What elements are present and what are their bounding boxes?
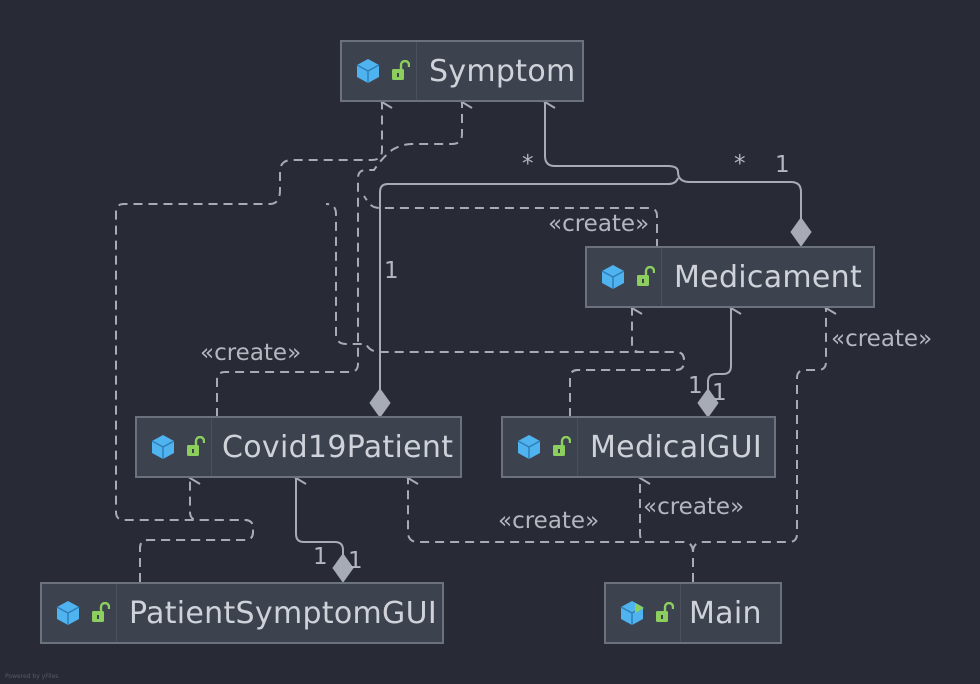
dep-medgui-medicament <box>569 301 685 417</box>
multiplicity-label: 1 <box>313 544 328 570</box>
class-node-patientsymptomgui[interactable]: PatientSymptomGUI <box>40 582 444 644</box>
class-node-icons <box>137 418 205 476</box>
dep-main-medgui <box>638 471 694 582</box>
class-node-symptom[interactable]: Symptom <box>340 40 584 102</box>
class-name: MedicalGUI <box>590 429 762 465</box>
create-label: «create» <box>200 340 302 366</box>
public-lock-icon <box>392 60 410 80</box>
class-name: Main <box>689 595 762 631</box>
dep-medicament-symptom <box>363 195 658 248</box>
multiplicity-label: 1 <box>688 373 703 399</box>
class-name: Covid19Patient <box>222 429 454 465</box>
create-label: «create» <box>831 326 933 352</box>
class-node-medicalgui[interactable]: MedicalGUI <box>501 416 776 478</box>
assoc-medgui-medicament <box>707 301 742 392</box>
class-cube-icon <box>356 59 380 83</box>
runnable-class-icon <box>620 601 644 625</box>
node-separator <box>680 584 681 642</box>
public-lock-icon <box>553 436 571 456</box>
class-node-main[interactable]: Main <box>604 582 782 644</box>
node-separator <box>116 584 117 642</box>
class-cube-icon <box>56 601 80 625</box>
composition-diamond-covid <box>369 388 391 418</box>
class-node-icons <box>342 42 410 100</box>
class-node-covid19patient[interactable]: Covid19Patient <box>135 416 462 478</box>
public-lock-icon <box>92 602 110 622</box>
node-separator <box>577 418 578 476</box>
assoc-psg-covid <box>294 471 344 556</box>
node-separator <box>211 418 212 476</box>
public-lock-icon <box>637 266 655 286</box>
assoc-medicament-symptom <box>543 95 802 222</box>
class-node-icons <box>606 584 674 642</box>
multiplicity-label: * <box>522 151 534 177</box>
public-lock-icon <box>656 602 674 622</box>
dep-main-medicament <box>692 301 837 582</box>
class-name: PatientSymptomGUI <box>129 595 438 631</box>
create-label: «create» <box>643 494 745 520</box>
class-node-icons <box>587 248 655 306</box>
class-cube-icon <box>517 435 541 459</box>
multiplicity-label: * <box>734 151 746 177</box>
powered-by-footer: Powered by yFiles <box>5 673 59 680</box>
create-label: «create» <box>548 211 650 237</box>
dep-psg-symptom <box>115 95 393 582</box>
node-separator <box>416 42 417 100</box>
multiplicity-label: 1 <box>384 258 399 284</box>
multiplicity-label: 1 <box>712 380 727 406</box>
public-lock-icon <box>187 436 205 456</box>
class-cube-icon <box>601 265 625 289</box>
multiplicity-label: 1 <box>775 152 790 178</box>
class-node-icons <box>503 418 571 476</box>
assoc-covid-symptom <box>379 177 679 392</box>
dep-covid-symptom <box>216 95 473 417</box>
composition-diamond-medicament <box>790 217 812 247</box>
class-name: Medicament <box>674 259 863 295</box>
multiplicity-label: 1 <box>348 548 363 574</box>
class-cube-icon <box>151 435 175 459</box>
class-node-medicament[interactable]: Medicament <box>585 246 875 308</box>
class-node-icons <box>42 584 110 642</box>
create-label: «create» <box>498 508 600 534</box>
node-separator <box>661 248 662 306</box>
dep-psg-covid <box>139 471 254 582</box>
class-name: Symptom <box>429 53 576 89</box>
